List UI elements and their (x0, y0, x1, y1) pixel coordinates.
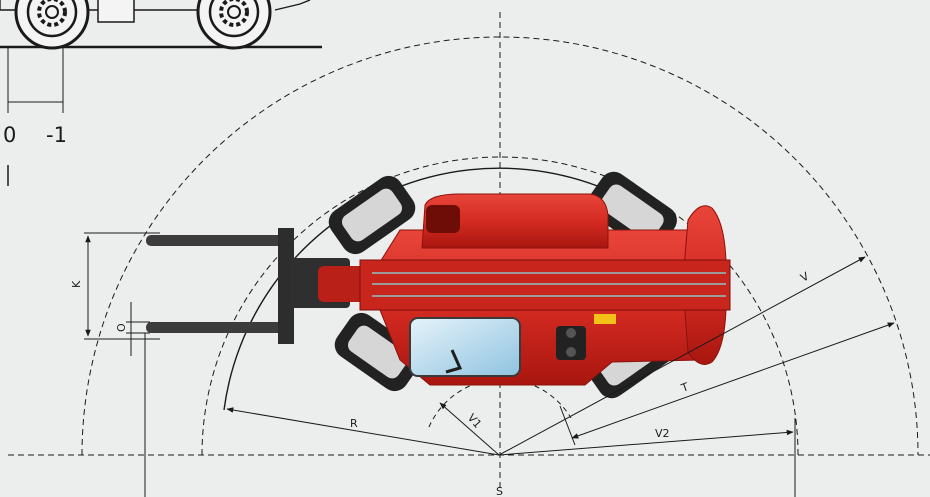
v1-dimension-line (439, 402, 500, 456)
wheel-front-left (328, 175, 416, 255)
label-k: K (70, 280, 83, 288)
outer-clearance-arc (81, 36, 919, 456)
fan-icon-2 (566, 347, 576, 357)
machine-top-view (328, 171, 731, 399)
t-ext (559, 405, 576, 446)
wheel-front-right (334, 312, 422, 392)
r-dimension-line (226, 407, 500, 456)
hood-vent (426, 205, 460, 233)
fan-icon-1 (566, 328, 576, 338)
v2-dimension-line (498, 429, 794, 456)
fork-lower (146, 322, 284, 333)
label-v2: V2 (655, 427, 670, 440)
rear-wheel (196, 0, 272, 50)
label-s: S (496, 485, 503, 497)
dimension-label-minus-one: -1 (46, 123, 67, 147)
warning-label (594, 314, 616, 324)
label-o: O (115, 323, 128, 332)
label-t: T (679, 380, 691, 395)
front-wheel (14, 0, 90, 50)
side-view-step (97, 0, 135, 23)
fork-upper (146, 235, 284, 246)
label-r: R (350, 417, 358, 430)
steering-column (445, 349, 463, 374)
fork-carriage (146, 228, 366, 344)
dimension-label-zero: 0 (3, 123, 16, 147)
cab-glass (409, 317, 521, 377)
fork-carriage-plate (278, 228, 294, 344)
t-dimension-line (571, 322, 895, 439)
carriage-joint (318, 266, 366, 302)
engine-hood (421, 193, 609, 249)
dimensions (84, 232, 895, 497)
label-v: V (798, 269, 811, 284)
side-view-fragment: 0 -1 (0, 0, 322, 186)
